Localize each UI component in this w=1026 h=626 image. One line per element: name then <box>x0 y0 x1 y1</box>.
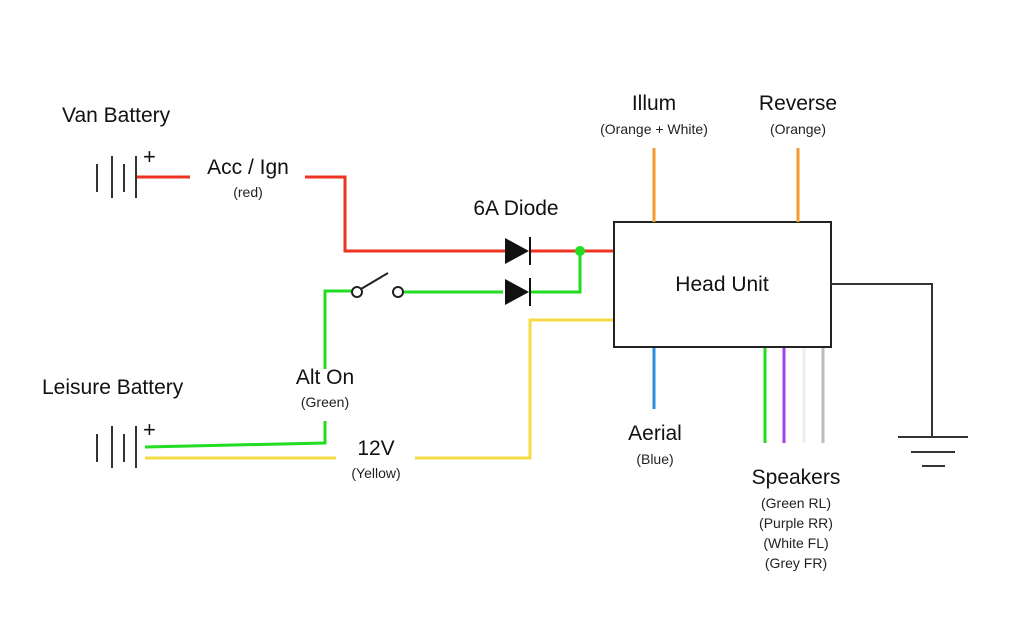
van-battery-title: Van Battery <box>62 104 171 127</box>
head-unit-box <box>613 221 832 348</box>
alt-on-label: Alt On <box>295 366 355 389</box>
speaker-rr-label: (Purple RR) <box>759 515 833 531</box>
speaker-fr-label: (Grey FR) <box>764 555 828 571</box>
alt-on-color: (Green) <box>300 394 350 410</box>
v12-label: 12V <box>357 437 395 460</box>
alt-on-wire <box>144 251 582 449</box>
speaker-wires <box>763 348 825 443</box>
head-unit-label: Head Unit <box>675 273 769 296</box>
van-battery-symbol <box>96 156 137 198</box>
leisure-battery-title: Leisure Battery <box>42 376 184 399</box>
speaker-fl-label: (White FL) <box>763 535 829 551</box>
aerial-label: Aerial <box>628 422 682 445</box>
ground-symbol <box>831 283 968 467</box>
van-battery-plus: + <box>143 144 156 169</box>
v12-color: (Yellow) <box>351 465 401 481</box>
alt-switch <box>351 272 404 298</box>
leisure-battery-plus: + <box>143 417 156 442</box>
leisure-battery-symbol <box>96 426 137 468</box>
diode-lower <box>505 278 531 306</box>
reverse-color: (Orange) <box>769 121 827 137</box>
diode-label: 6A Diode <box>473 197 559 220</box>
junction-dot <box>575 246 585 256</box>
speakers-label: Speakers <box>751 466 841 489</box>
acc-ign-label: Acc / Ign <box>207 156 289 179</box>
speaker-rl-label: (Green RL) <box>760 495 832 511</box>
acc-ign-color: (red) <box>233 184 263 200</box>
aerial-color: (Blue) <box>636 451 674 467</box>
illum-color: (Orange + White) <box>600 121 708 137</box>
diode-upper <box>505 237 531 265</box>
illum-label: Illum <box>631 92 677 115</box>
v12-wire <box>145 318 617 460</box>
reverse-label: Reverse <box>758 92 838 115</box>
acc-ign-wire <box>137 175 617 253</box>
